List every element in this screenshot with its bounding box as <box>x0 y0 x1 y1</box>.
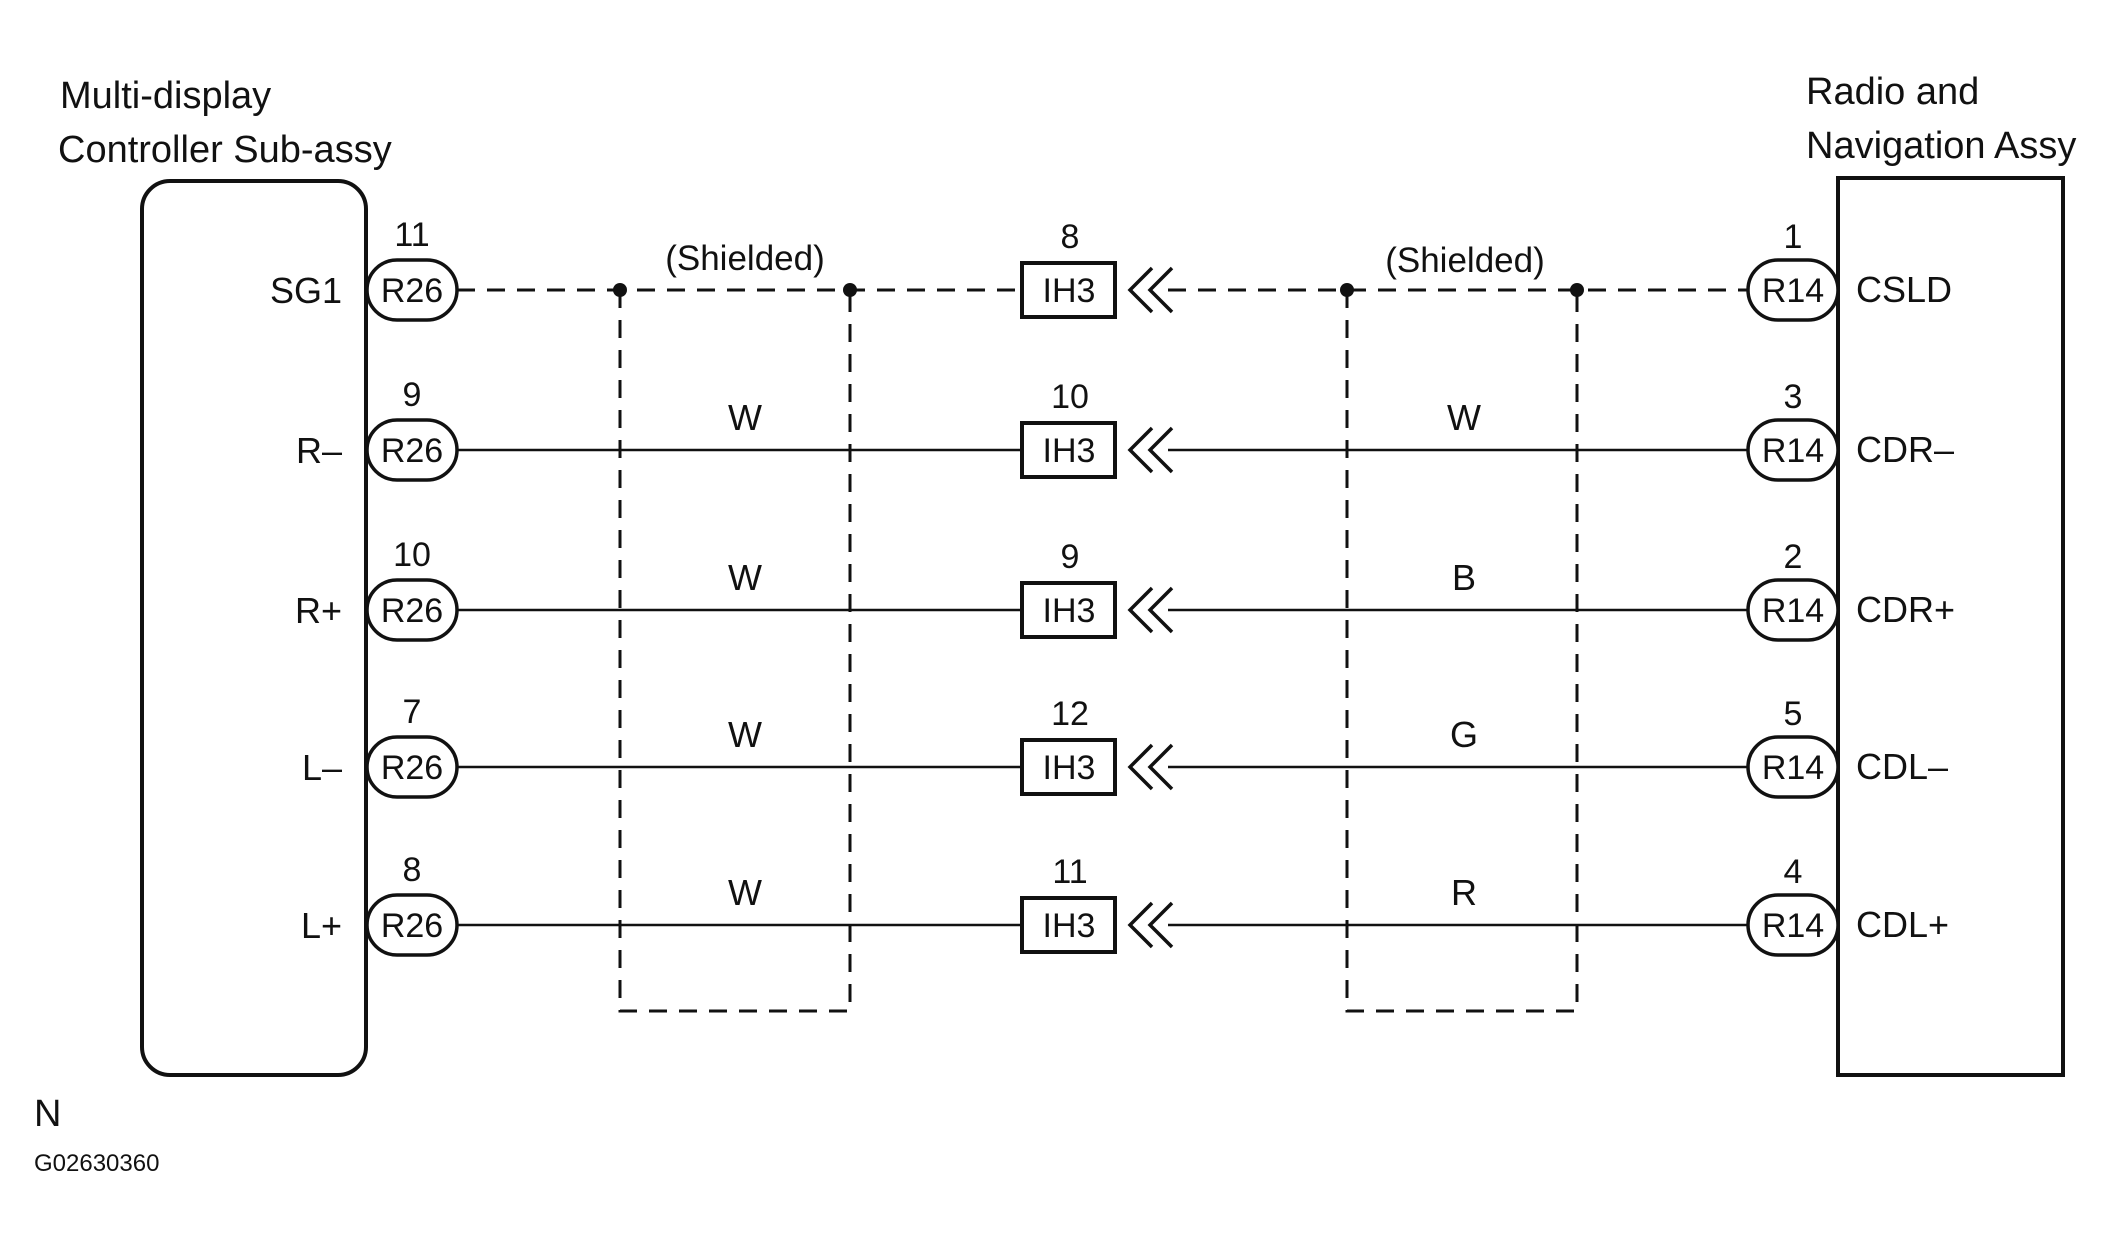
left-connector-label: R26 <box>381 272 443 310</box>
mid-pin-number: 8 <box>1061 218 1080 256</box>
left-component-title-line2: Controller Sub-assy <box>58 129 392 171</box>
right-shield-label: (Shielded) <box>1385 241 1545 280</box>
mid-connector-label: IH3 <box>1043 272 1096 310</box>
left-connector-label: R26 <box>381 592 443 630</box>
right-pin-number: 4 <box>1784 853 1803 891</box>
mid-pin-number: 10 <box>1051 378 1089 416</box>
left-signal-label: R– <box>296 430 342 471</box>
splice-point <box>843 283 857 297</box>
splice-point <box>1340 283 1354 297</box>
mid-connector-label: IH3 <box>1043 432 1096 470</box>
connector-chevron-icon <box>1127 266 1154 314</box>
right-connector-pill <box>1746 735 1840 799</box>
mid-connector-box <box>1020 896 1117 954</box>
right-shield-outline <box>1345 290 1579 1013</box>
right-connector-pill <box>1746 418 1840 482</box>
mid-connector-box <box>1020 261 1117 319</box>
right-wire-color: G <box>1450 714 1478 755</box>
right-connector-label: R14 <box>1762 272 1824 310</box>
connector-chevron-icon <box>1147 586 1174 634</box>
multi-display-controller-box <box>140 179 368 1077</box>
left-connector-label: R26 <box>381 907 443 945</box>
left-connector-pill <box>365 418 459 482</box>
right-pin-number: 1 <box>1784 218 1803 256</box>
left-pin-number: 10 <box>393 536 431 574</box>
mid-connector-label: IH3 <box>1043 749 1096 787</box>
mid-connector-label: IH3 <box>1043 907 1096 945</box>
right-signal-label: CDL+ <box>1856 904 1949 945</box>
left-connector-label: R26 <box>381 749 443 787</box>
right-connector-label: R14 <box>1762 749 1824 787</box>
right-component-title-line2: Navigation Assy <box>1806 125 2076 167</box>
right-pin-number: 3 <box>1784 378 1803 416</box>
right-signal-label: CDR+ <box>1856 589 1955 630</box>
left-component-title-line1: Multi-display <box>60 75 271 117</box>
connector-chevron-icon <box>1147 901 1174 949</box>
left-wire-color: W <box>728 557 762 598</box>
mid-connector-box <box>1020 421 1117 479</box>
left-wire-color: W <box>728 872 762 913</box>
connector-chevron-icon <box>1127 743 1154 791</box>
left-signal-label: L– <box>302 747 342 788</box>
mid-pin-number: 12 <box>1051 695 1089 733</box>
right-wire-color: W <box>1447 397 1481 438</box>
right-signal-label: CSLD <box>1856 269 1952 310</box>
left-signal-label: L+ <box>301 905 342 946</box>
left-connector-label: R26 <box>381 432 443 470</box>
left-connector-pill <box>365 578 459 642</box>
right-component-title-line1: Radio and <box>1806 71 1979 113</box>
left-signal-label: SG1 <box>270 270 342 311</box>
left-pin-number: 8 <box>403 851 422 889</box>
mid-connector-box <box>1020 738 1117 796</box>
splice-point <box>613 283 627 297</box>
mid-connector-label: IH3 <box>1043 592 1096 630</box>
right-wire-color: R <box>1451 872 1477 913</box>
radio-navigation-box <box>1836 176 2065 1077</box>
left-shield-outline <box>618 290 852 1013</box>
connector-chevron-icon <box>1127 586 1154 634</box>
left-pin-number: 7 <box>403 693 422 731</box>
connector-chevron-icon <box>1147 426 1174 474</box>
right-connector-label: R14 <box>1762 592 1824 630</box>
right-pin-number: 5 <box>1784 695 1803 733</box>
connector-chevron-icon <box>1127 901 1154 949</box>
mid-pin-number: 11 <box>1052 853 1087 891</box>
left-pin-number: 11 <box>394 216 429 254</box>
figure-code: G02630360 <box>34 1150 159 1177</box>
mid-connector-box <box>1020 581 1117 639</box>
splice-point <box>1570 283 1584 297</box>
left-wire-color: W <box>728 714 762 755</box>
footer-mark: N <box>34 1093 61 1135</box>
left-wire-color: W <box>728 397 762 438</box>
right-connector-pill <box>1746 258 1840 322</box>
left-signal-label: R+ <box>295 590 342 631</box>
right-pin-number: 2 <box>1784 538 1803 576</box>
connector-chevron-icon <box>1147 266 1174 314</box>
left-pin-number: 9 <box>403 376 422 414</box>
right-signal-label: CDR– <box>1856 429 1954 470</box>
right-connector-pill <box>1746 893 1840 957</box>
right-connector-label: R14 <box>1762 907 1824 945</box>
left-connector-pill <box>365 893 459 957</box>
connector-chevron-icon <box>1147 743 1174 791</box>
left-connector-pill <box>365 258 459 322</box>
left-shield-label: (Shielded) <box>665 239 825 278</box>
left-connector-pill <box>365 735 459 799</box>
right-wire-color: B <box>1452 557 1476 598</box>
connector-chevron-icon <box>1127 426 1154 474</box>
mid-pin-number: 9 <box>1061 538 1080 576</box>
right-connector-pill <box>1746 578 1840 642</box>
right-signal-label: CDL– <box>1856 746 1948 787</box>
right-connector-label: R14 <box>1762 432 1824 470</box>
